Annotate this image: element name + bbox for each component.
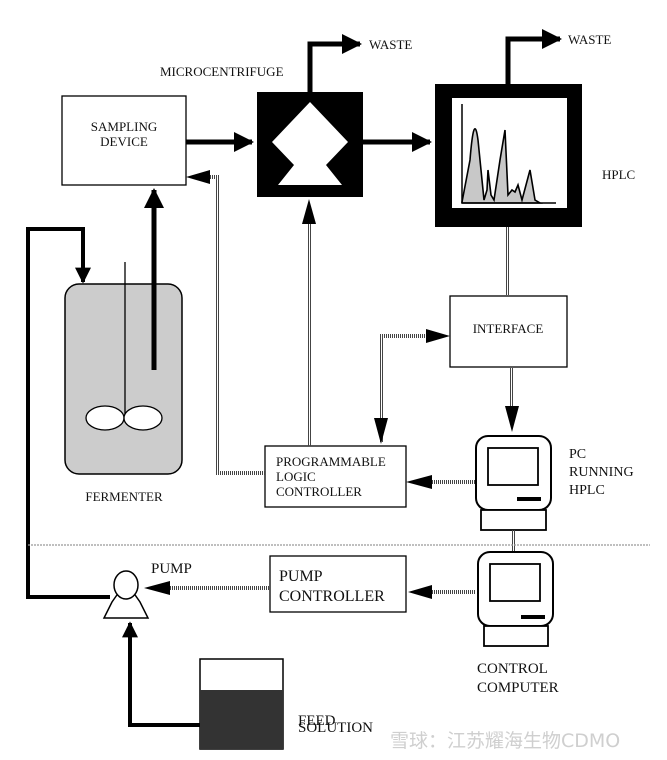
feed-solution-tank: FEED SOLUTION <box>199 658 373 750</box>
waste-arrow-1 <box>307 34 362 92</box>
plc-label-1: PROGRAMMABLE <box>276 454 386 469</box>
watermark: 雪球：江苏耀海生物CDMO <box>390 730 620 752</box>
pump-label: PUMP <box>151 561 192 577</box>
plc-label-3: CONTROLLER <box>276 484 362 499</box>
arrow-computer-to-pump-controller <box>408 585 432 599</box>
pump: PUMP <box>102 561 192 619</box>
feed-line-pump-to-fermenter <box>26 227 110 599</box>
fermenter-label: FERMENTER <box>85 489 163 504</box>
pump-controller-label-2: CONTROLLER <box>279 588 385 605</box>
feed-solution-label-1: FEED <box>298 713 336 729</box>
link-hplc-to-interface <box>506 227 510 295</box>
programmable-logic-controller: PROGRAMMABLE LOGIC CONTROLLER <box>264 445 407 508</box>
waste-arrow-2 <box>505 29 562 84</box>
arrow-controller-to-pump <box>144 581 170 595</box>
pc-label-1: PC <box>569 447 586 462</box>
microcentrifuge: MICROCENTRIFUGE WASTE <box>160 34 412 197</box>
microcentrifuge-label: MICROCENTRIFUGE <box>160 64 284 79</box>
arrow-plc-to-interface <box>426 329 450 343</box>
sampling-device-label-2: DEVICE <box>100 134 148 149</box>
sampling-device: SAMPLING DEVICE <box>61 95 187 186</box>
fermenter: FERMENTER <box>64 188 183 504</box>
control-computer: CONTROL COMPUTER <box>477 551 559 696</box>
pc-running-hplc: PC RUNNING HPLC <box>475 435 634 531</box>
arrow-interface-to-plc <box>374 418 388 444</box>
pump-controller-label-1: PUMP <box>279 568 323 585</box>
pc-label-2: RUNNING <box>569 465 634 480</box>
waste-label-2: WASTE <box>568 32 611 47</box>
arrow-plc-to-centrifuge <box>302 199 316 224</box>
sampling-device-label-1: SAMPLING <box>91 119 157 134</box>
pump-controller: PUMP CONTROLLER <box>269 555 407 613</box>
control-computer-label-2: COMPUTER <box>477 680 559 696</box>
interface-label: INTERFACE <box>473 321 544 336</box>
interface: INTERFACE <box>449 295 568 368</box>
chromatogram <box>461 127 543 204</box>
arrow-plc-to-sampling <box>186 170 210 184</box>
arrow-interface-to-pc <box>505 406 519 432</box>
hplc-label: HPLC <box>602 167 635 182</box>
feed-solution-label-2: SOLUTION <box>298 720 373 736</box>
waste-label-1: WASTE <box>369 37 412 52</box>
control-computer-label-1: CONTROL <box>477 661 548 677</box>
pc-label-3: HPLC <box>569 483 605 498</box>
feed-line-to-pump <box>122 621 200 727</box>
arrow-pc-to-plc <box>406 475 432 489</box>
plc-label-2: LOGIC <box>276 469 316 484</box>
hplc: WASTE HPLC <box>435 29 635 227</box>
